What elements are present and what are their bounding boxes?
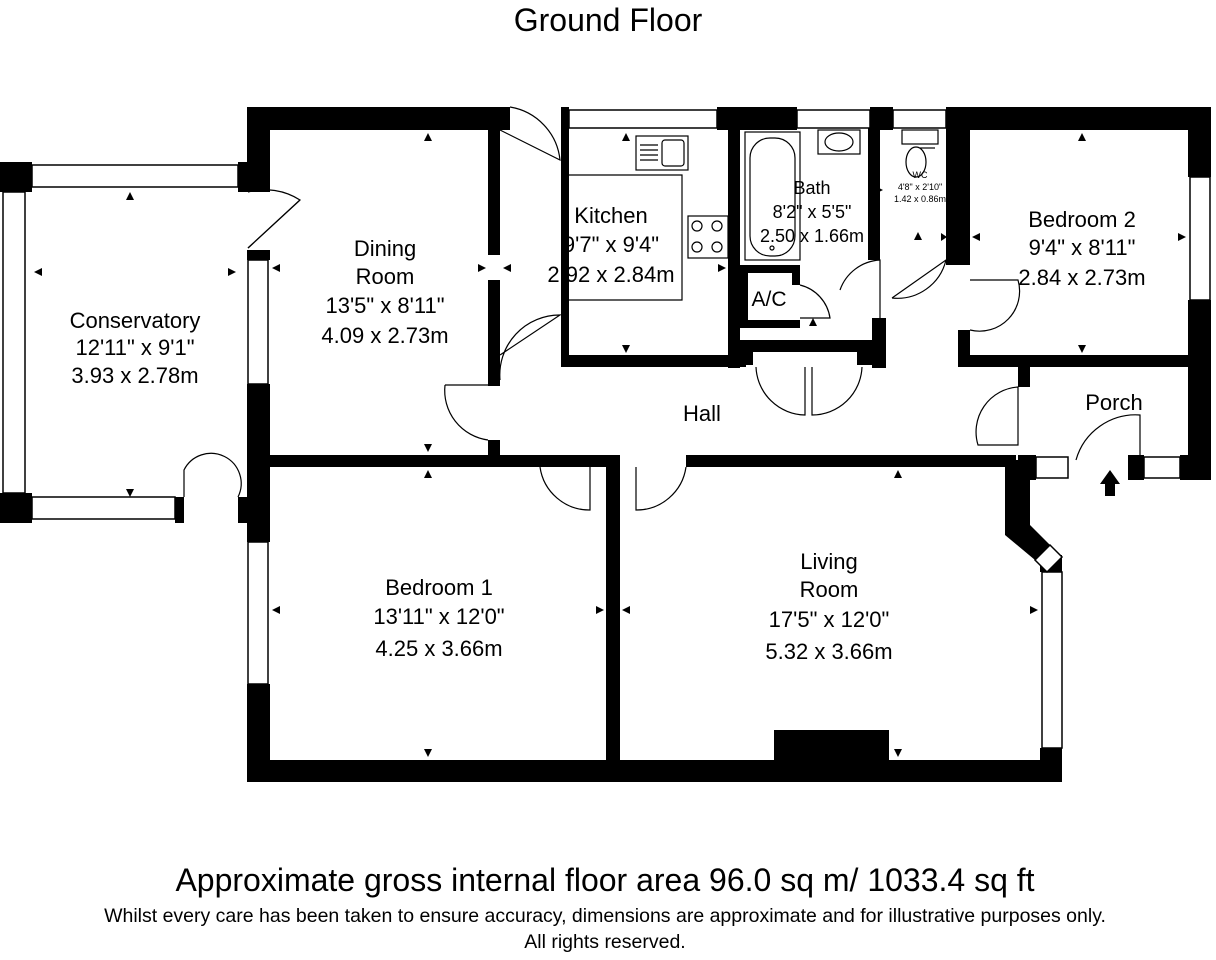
room-labels: Conservatory 12'11" x 9'1" 3.93 x 2.78m …: [70, 170, 1146, 664]
porch-name: Porch: [1085, 390, 1142, 415]
rights-notice: All rights reserved.: [524, 931, 686, 953]
fixtures: [569, 129, 939, 301]
wc-metric: 1.42 x 0.86m: [894, 194, 946, 204]
dimension-arrows: [34, 133, 1186, 757]
conservatory-name: Conservatory: [70, 308, 201, 333]
living-name-1: Living: [800, 549, 857, 574]
walls: [0, 107, 1211, 782]
floor-title: Ground Floor: [513, 2, 703, 38]
ac-name: A/C: [751, 288, 786, 311]
kitchen-metric: 2.92 x 2.84m: [547, 262, 674, 287]
conservatory-imperial: 12'11" x 9'1": [75, 335, 194, 360]
wc-name: WC: [913, 170, 928, 180]
windows: [2, 109, 1211, 749]
dining-name-1: Dining: [354, 236, 416, 261]
living-metric: 5.32 x 3.66m: [765, 639, 892, 664]
floor-area-summary: Approximate gross internal floor area 96…: [175, 862, 1035, 898]
doors: [183, 106, 1141, 511]
wc-imperial: 4'8" x 2'10": [898, 182, 942, 192]
dining-name-2: Room: [356, 264, 415, 289]
disclaimer: Whilst every care has been taken to ensu…: [104, 905, 1106, 927]
bedroom2-imperial: 9'4" x 8'11": [1029, 235, 1136, 260]
living-name-2: Room: [800, 577, 859, 602]
bedroom1-metric: 4.25 x 3.66m: [375, 636, 502, 661]
dining-imperial: 13'5" x 8'11": [325, 293, 444, 318]
hall-name: Hall: [683, 401, 721, 426]
bath-imperial: 8'2" x 5'5": [773, 202, 852, 222]
kitchen-name: Kitchen: [574, 203, 647, 228]
conservatory-metric: 3.93 x 2.78m: [71, 363, 198, 388]
bedroom1-name: Bedroom 1: [385, 575, 493, 600]
bedroom1-imperial: 13'11" x 12'0": [373, 604, 504, 629]
bath-name: Bath: [793, 178, 830, 198]
living-imperial: 17'5" x 12'0": [769, 607, 890, 632]
bedroom2-name: Bedroom 2: [1028, 207, 1136, 232]
dining-metric: 4.09 x 2.73m: [321, 323, 448, 348]
bath-metric: 2.50 x 1.66m: [760, 226, 864, 246]
kitchen-imperial: 9'7" x 9'4": [563, 232, 659, 257]
bedroom2-metric: 2.84 x 2.73m: [1018, 265, 1145, 290]
